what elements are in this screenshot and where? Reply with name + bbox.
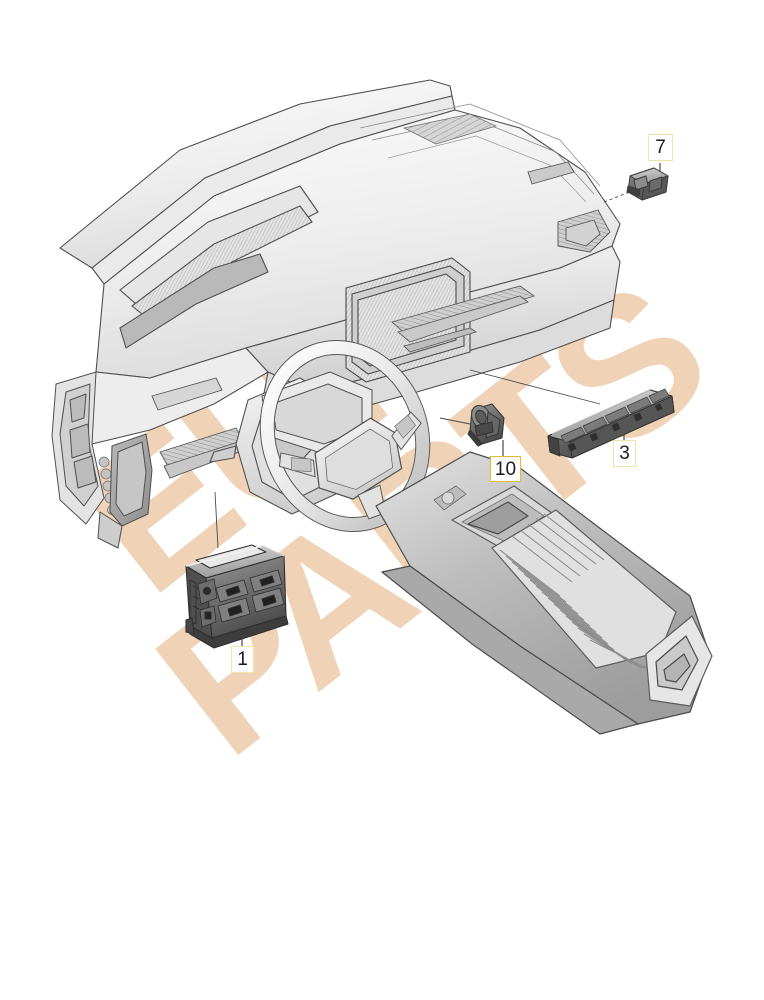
part-1-window-lifter-switch-block <box>185 544 289 649</box>
callout-7[interactable]: 7 <box>648 134 673 161</box>
part-10-cylindrical-rotary-switch <box>467 403 505 447</box>
console-fluted-texture <box>499 513 647 669</box>
dashboard-speaker-grill <box>402 113 498 145</box>
part-7-small-rocker-switch <box>626 167 669 201</box>
callout-10[interactable]: 10 <box>490 456 521 482</box>
centre-air-vent <box>391 285 535 353</box>
callout-3[interactable]: 3 <box>613 440 636 467</box>
instrument-cluster <box>261 371 373 455</box>
steering-wheel <box>259 340 431 532</box>
callout-1[interactable]: 1 <box>231 646 254 673</box>
part-3-centre-console-switch-strip <box>547 388 675 459</box>
dashboard-left-section <box>51 371 153 549</box>
centre-console <box>375 451 713 735</box>
driver-right-air-vent <box>527 161 611 253</box>
